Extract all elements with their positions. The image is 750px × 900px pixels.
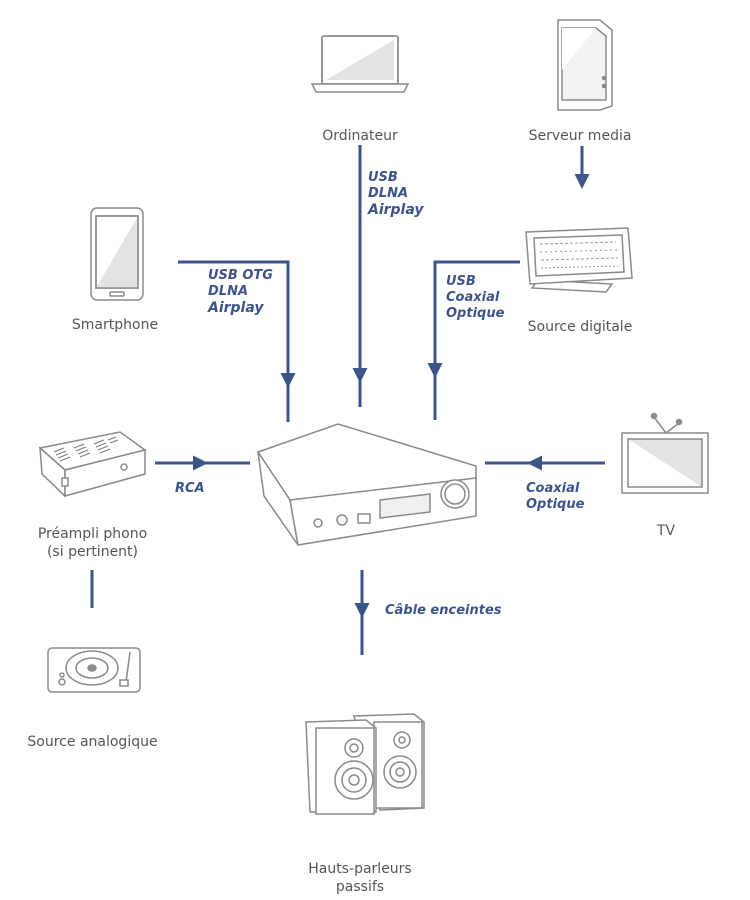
digital-source-icon bbox=[525, 227, 633, 293]
phono-preamp-icon bbox=[38, 431, 147, 498]
tv-conn-coaxial: Coaxial bbox=[526, 481, 580, 496]
phono-preamp-label-line2: (si pertinent) bbox=[46, 544, 139, 560]
nas-server-icon bbox=[557, 19, 613, 111]
digital-source-label: Source digitale bbox=[527, 319, 633, 335]
phono-connection-label: RCA bbox=[175, 481, 205, 497]
speakers-label-line1: Hauts-parleurs bbox=[308, 861, 412, 877]
smartphone-connection-label: USB OTG DLNA Airplay bbox=[208, 268, 273, 316]
computer-label: Ordinateur bbox=[322, 128, 398, 144]
tv-label: TV bbox=[656, 523, 676, 539]
digital-conn-usb: USB bbox=[446, 274, 476, 289]
computer-conn-airplay: Airplay bbox=[368, 202, 424, 218]
media-server-label: Serveur media bbox=[528, 128, 632, 144]
connector-smartphone bbox=[178, 260, 296, 388]
smartphone-conn-usb-otg: USB OTG bbox=[208, 268, 273, 283]
computer-connection-label: USB DLNA Airplay bbox=[368, 170, 424, 218]
phono-conn-rca: RCA bbox=[175, 481, 205, 496]
tv-connection-label: Coaxial Optique bbox=[526, 481, 584, 513]
speakers-icon bbox=[305, 713, 425, 815]
digital-conn-coaxial: Coaxial bbox=[446, 290, 500, 305]
speakers-connection-label: Câble enceintes bbox=[385, 603, 502, 619]
speakers-conn-cable: Câble enceintes bbox=[385, 603, 502, 618]
smartphone-conn-dlna: DLNA bbox=[208, 284, 249, 299]
digital-source-connection-label: USB Coaxial Optique bbox=[446, 274, 504, 322]
turntable-icon bbox=[47, 647, 141, 693]
connector-digital-source bbox=[427, 260, 520, 378]
tv-icon bbox=[621, 412, 709, 494]
smartphone-conn-airplay: Airplay bbox=[208, 300, 264, 316]
analog-source-label: Source analogique bbox=[27, 734, 158, 750]
smartphone-label: Smartphone bbox=[71, 317, 159, 333]
phono-preamp-label: Préampli phono (si pertinent) bbox=[20, 525, 165, 561]
tv-conn-optique: Optique bbox=[526, 497, 585, 512]
digital-conn-optique: Optique bbox=[446, 306, 505, 321]
computer-conn-dlna: DLNA bbox=[368, 186, 409, 201]
speakers-label-line2: passifs bbox=[335, 879, 385, 895]
amplifier-icon bbox=[256, 423, 477, 546]
laptop-icon bbox=[310, 35, 410, 93]
phono-preamp-label-line1: Préampli phono bbox=[37, 526, 148, 542]
smartphone-icon bbox=[90, 207, 144, 301]
speakers-label: Hauts-parleurs passifs bbox=[290, 860, 430, 896]
computer-conn-usb: USB bbox=[368, 170, 398, 185]
